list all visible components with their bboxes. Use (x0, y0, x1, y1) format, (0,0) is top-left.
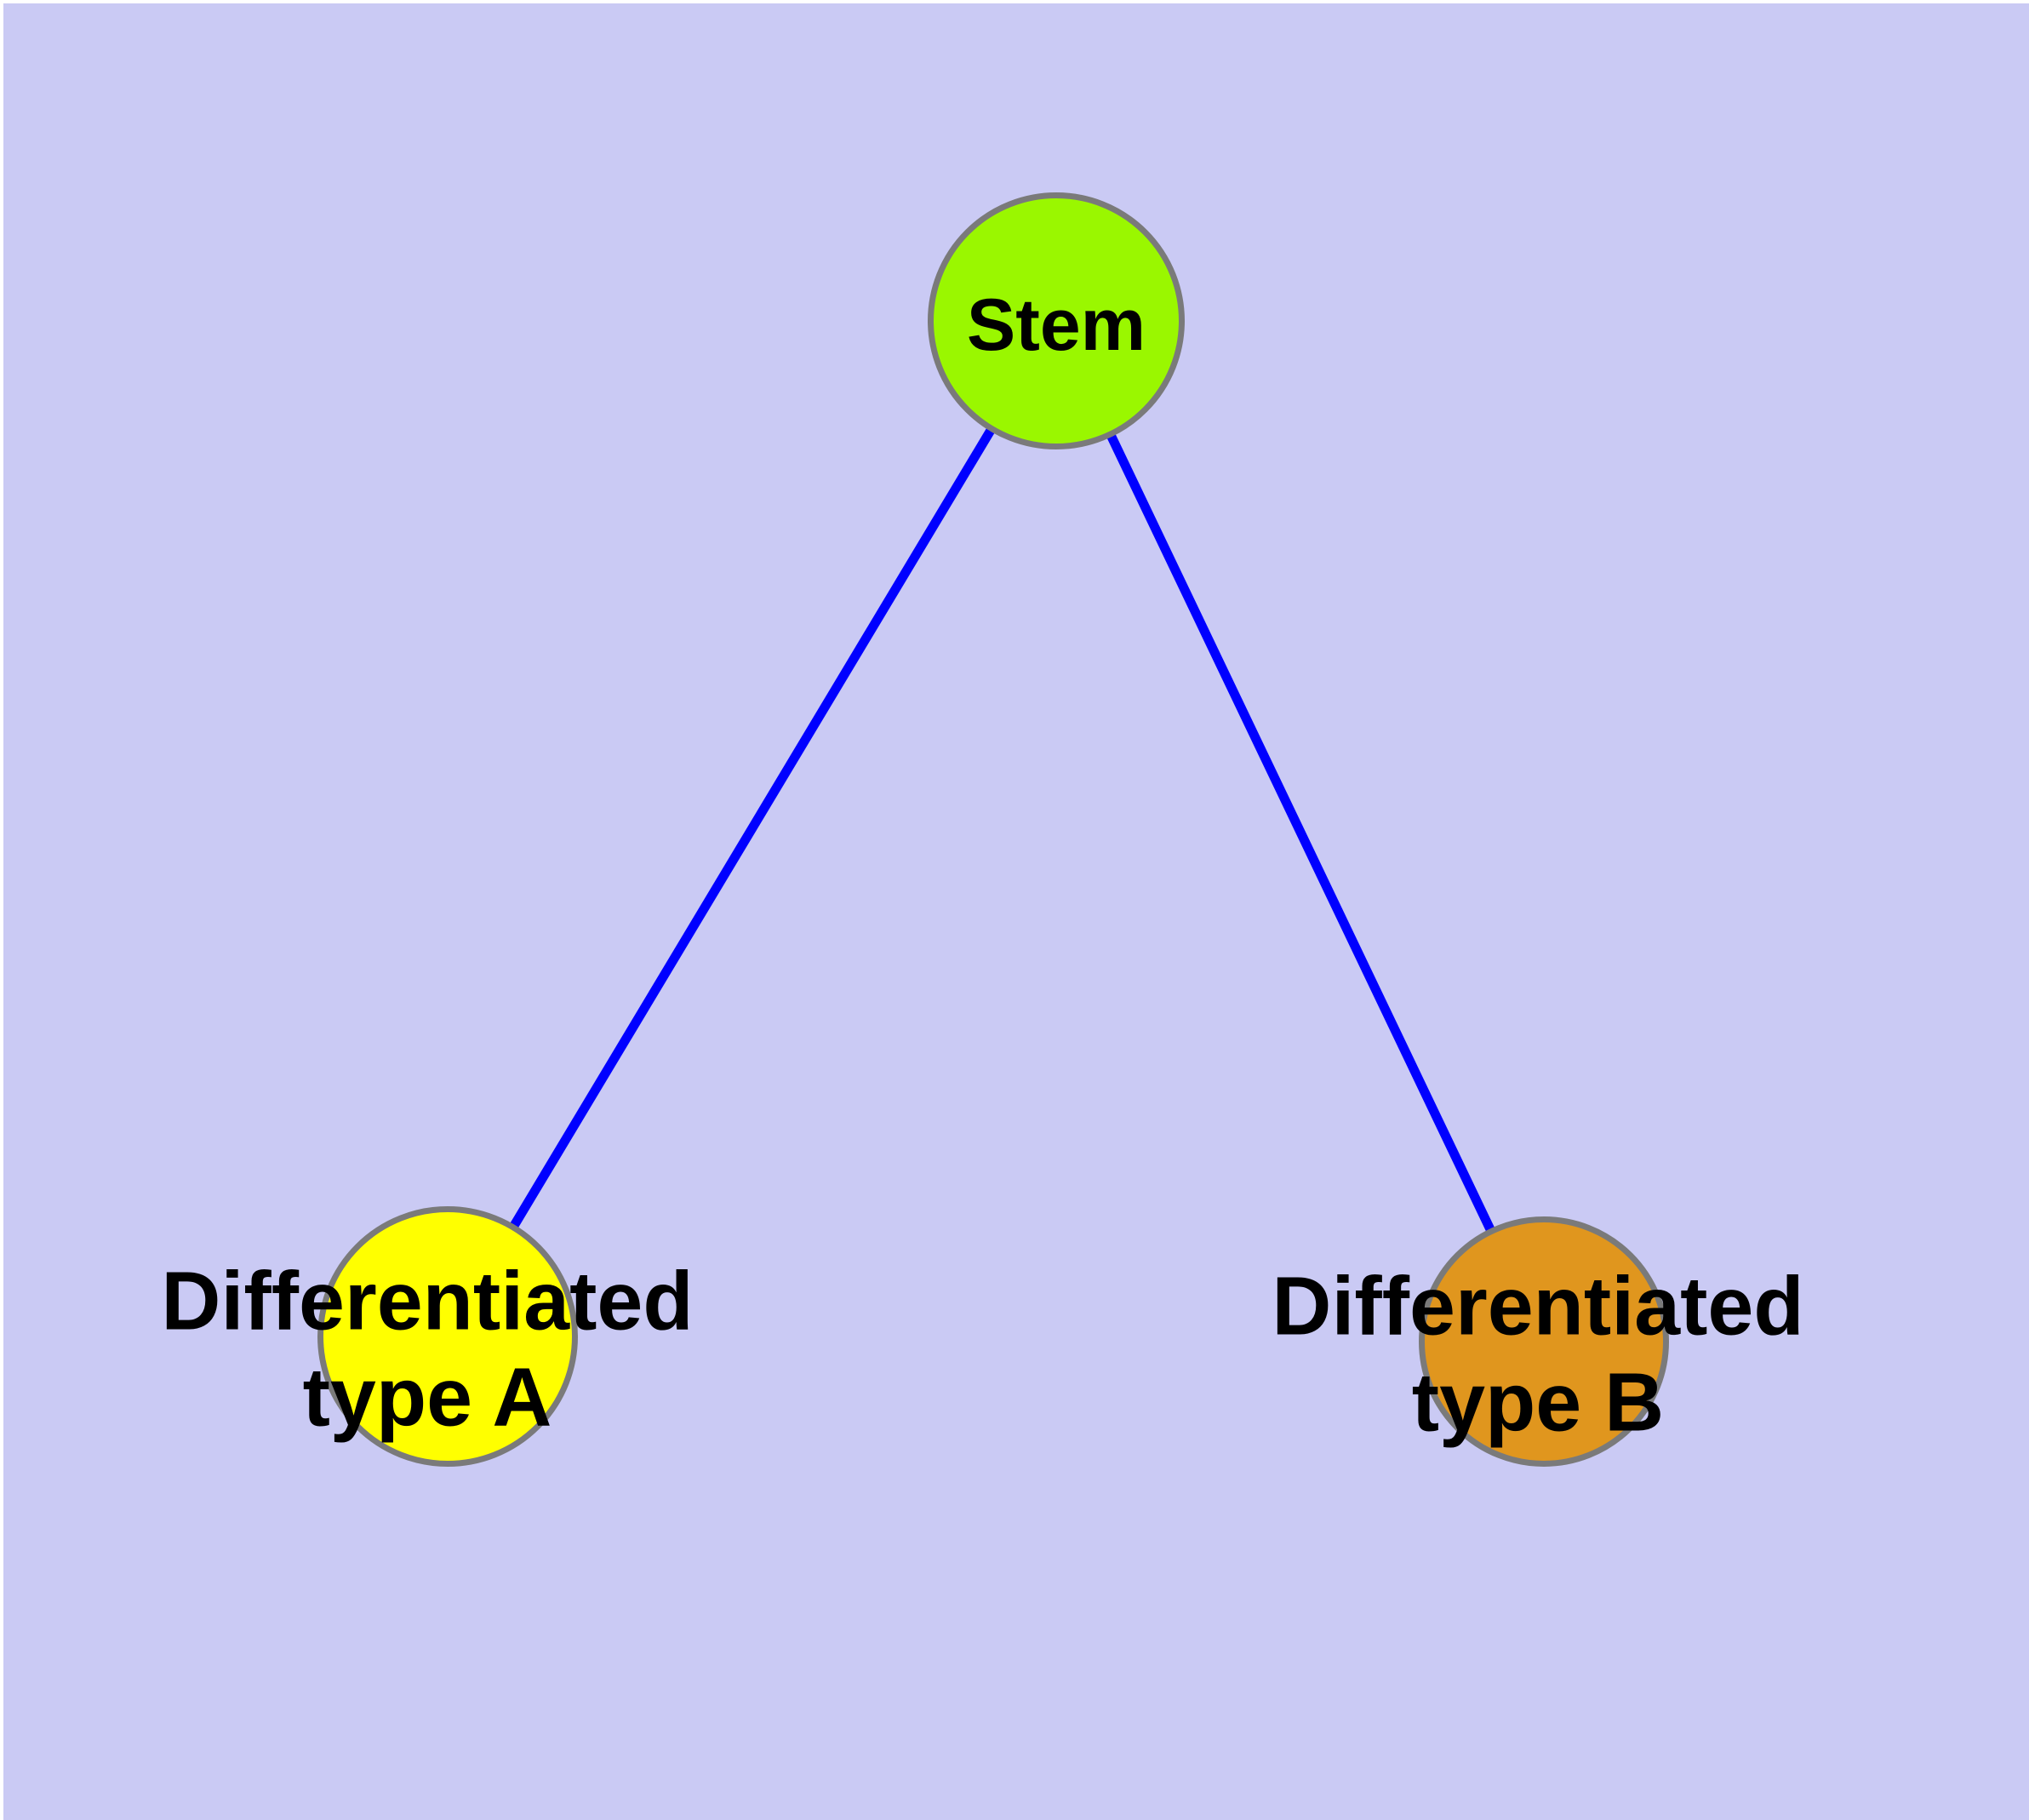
node-circle-differentiated-type-b (1419, 1216, 1669, 1467)
node-label-differentiated-type-a-line-1: Differentiated (161, 1254, 694, 1347)
node-label-differentiated-type-b-line-2: type B (1411, 1355, 1665, 1448)
node-label-differentiated-type-a-line-2: type A (302, 1350, 552, 1443)
node-circle-stem (928, 192, 1185, 449)
node-label-stem: Stem (966, 284, 1146, 366)
node-label-differentiated-type-b-line-1: Differentiated (1272, 1259, 1804, 1352)
edge-stem-to-differentiated-type-b (1052, 318, 1548, 1344)
edges-layer (443, 318, 1548, 1344)
edge-stem-to-differentiated-type-a (443, 318, 1060, 1339)
node-circle-differentiated-type-a (317, 1206, 578, 1467)
